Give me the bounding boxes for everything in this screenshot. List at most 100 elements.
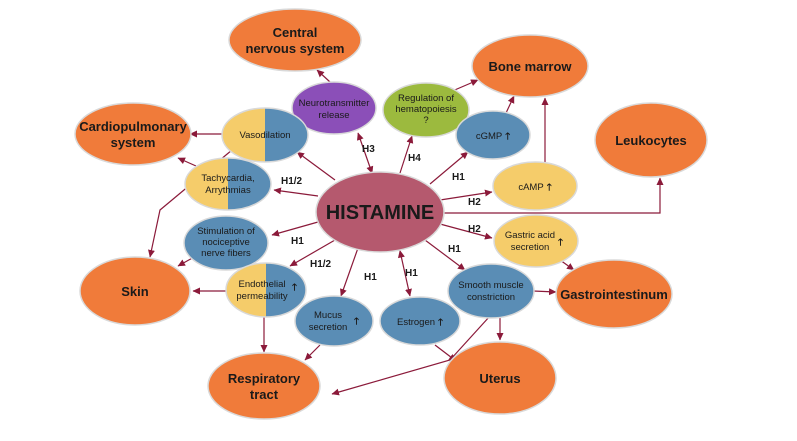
edge-hub-cgmp [429, 151, 469, 185]
edge-neurotransmitter-cns [316, 69, 331, 83]
edge-hub-leukocytes [442, 177, 664, 214]
cgmp-label: cGMP [476, 131, 502, 142]
receptor-h1-2-endo: H1/2 [310, 259, 332, 270]
noci-line-1: Stimulation of [197, 226, 255, 237]
gastric-line-1: Gastric acid [505, 230, 555, 241]
edge-tachycardia-cardio [177, 157, 197, 167]
mucus-up-arrow-icon: 🡑 [354, 316, 359, 327]
edge-mucus-respiratory [304, 344, 321, 361]
organ-cardio-line-2: system [111, 135, 156, 150]
edge-hub-nociceptive [271, 221, 319, 237]
edge-hub-neurotransmitter [357, 132, 374, 174]
gastric-line-2: secretion [511, 242, 550, 253]
receptor-h1-noci: H1 [291, 236, 304, 247]
receptor-h1-mucus: H1 [364, 272, 377, 283]
svg-text:cGMP🡑: cGMP🡑 [476, 131, 510, 142]
edge-hub-camp [439, 189, 493, 201]
endo-line-1: Endothelial [238, 279, 285, 290]
edge-hub-tachycardia [273, 187, 319, 197]
receptor-h1-2-tachy: H1/2 [281, 176, 303, 187]
gastric-up-arrow-icon: 🡑 [558, 237, 563, 248]
hub-label: HISTAMINE [326, 202, 435, 224]
organ-cns-line-2: nervous system [246, 41, 345, 56]
neuro-line-2: release [318, 110, 349, 121]
organ-leukocytes-label: Leukocytes [615, 133, 687, 148]
organ-gastro-label: Gastrointestinum [560, 287, 668, 302]
svg-text:Tachycardia,Arrythmias: Tachycardia,Arrythmias [201, 173, 254, 196]
receptor-h1-estrogen: H1 [405, 268, 418, 279]
effect-estrogen: Estrogen🡑 [379, 296, 461, 346]
organ-leukocytes: Leukocytes [594, 102, 708, 178]
mucus-line-2: secretion [309, 322, 348, 333]
receptor-h4: H4 [408, 153, 421, 164]
edges [148, 69, 664, 396]
tachy-line-1: Tachycardia, [201, 173, 254, 184]
edge-cgmp-bonemarrow [505, 95, 515, 114]
hemato-line-3: ? [423, 115, 428, 126]
estrogen-up-arrow-icon: 🡑 [438, 317, 443, 328]
estrogen-label: Estrogen [397, 317, 435, 328]
organ-uterus-label: Uterus [479, 371, 520, 386]
hemato-line-2: hematopoiesis [395, 104, 457, 115]
organ-cns-line-1: Central [273, 25, 318, 40]
tachy-line-2: Arrythmias [205, 185, 251, 196]
organ-gastrointestinum: Gastrointestinum [555, 259, 673, 329]
noci-line-3: nerve fibers [201, 248, 251, 259]
camp-label: cAMP [518, 182, 543, 193]
svg-text:Estrogen🡑: Estrogen🡑 [397, 317, 443, 328]
mucus-line-1: Mucus [314, 310, 342, 321]
edge-smooth-gastro [532, 288, 557, 296]
effect-camp: cAMP 🡑 [492, 161, 578, 211]
receptor-h1-smooth: H1 [448, 244, 461, 255]
edge-hub-hematopoiesis [399, 135, 414, 174]
edge-hub-estrogen [397, 250, 412, 297]
camp-up-arrow-icon: 🡑 [547, 182, 552, 193]
vasodilation-label: Vasodilation [239, 130, 290, 141]
organ-bone-marrow: Bone marrow [471, 34, 589, 98]
organ-uterus: Uterus [443, 341, 557, 415]
effect-vasodilation: Vasodilation [221, 107, 309, 163]
neuro-line-1: Neurotransmitter [299, 98, 370, 109]
edge-hub-vasodilation [296, 151, 336, 181]
effect-tachycardia: Tachycardia,Arrythmias [184, 157, 272, 211]
hub-histamine: HISTAMINE [315, 171, 445, 253]
organ-skin: Skin [79, 256, 191, 326]
hemato-line-1: Regulation of [398, 93, 454, 104]
cgmp-up-arrow-icon: 🡑 [505, 131, 510, 142]
organ-resp-line-1: Respiratory [228, 371, 301, 386]
smooth-line-1: Smooth muscle [458, 280, 523, 291]
edge-hub-gastric [439, 223, 493, 240]
smooth-line-2: constriction [467, 292, 515, 303]
organ-bone-marrow-label: Bone marrow [488, 59, 572, 74]
endo-line-2: permeability [236, 291, 287, 302]
organ-cardio-line-1: Cardiopulmonary [79, 119, 187, 134]
organ-resp-line-2: tract [250, 387, 279, 402]
receptor-h2-gastric: H2 [468, 224, 481, 235]
svg-text:cAMP🡑: cAMP 🡑 [518, 182, 551, 193]
endothelial-up-arrow-icon: 🡑 [292, 282, 297, 293]
edge-hub-mucus [340, 247, 359, 297]
organ-skin-label: Skin [121, 284, 149, 299]
effect-cgmp: cGMP🡑 [455, 110, 531, 160]
receptor-h1-cgmp: H1 [452, 172, 465, 183]
